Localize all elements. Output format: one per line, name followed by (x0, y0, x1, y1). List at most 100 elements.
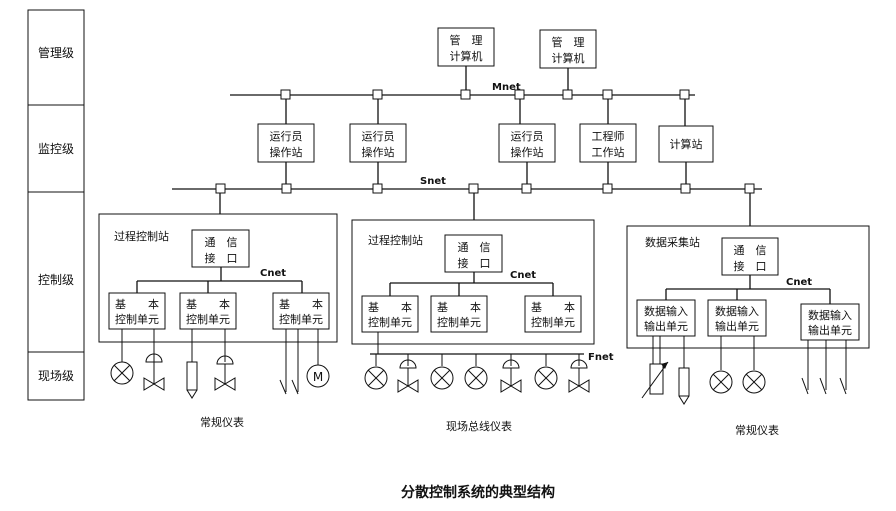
motor-icon: M (306, 364, 330, 388)
switch-icon (839, 377, 847, 395)
io-unit-box (707, 299, 767, 337)
comm-interface-label: 通 信 (734, 244, 767, 257)
management-computer-label: 管 理 (552, 35, 585, 49)
management-computer-label: 计算机 (450, 49, 483, 63)
station-label: 计算站 (670, 137, 703, 151)
supervisory-station: 运行员 操作站 (349, 99, 407, 184)
field-devices-conventional-2: 常规仪表 (641, 336, 847, 437)
management-computer-label: 管 理 (450, 33, 483, 47)
bus-node (521, 183, 532, 194)
indicator-lamp-icon (709, 370, 733, 394)
station-title: 过程控制站 (368, 233, 423, 247)
supervisory-station: 运行员 操作站 (257, 99, 315, 184)
control-unit-box (179, 292, 237, 330)
snet-label: Snet (420, 176, 446, 187)
indicator-lamp-icon (110, 361, 134, 385)
bus-node (281, 183, 292, 194)
comm-interface-box (444, 234, 503, 273)
computing-station-box (658, 125, 714, 163)
io-unit-box (800, 303, 860, 341)
engineer-station-box (579, 123, 637, 163)
comm-interface-box (721, 237, 779, 276)
field-label-fieldbus: 现场总线仪表 (446, 419, 512, 433)
bus-node (215, 183, 226, 194)
snet-bus: Snet (172, 176, 762, 238)
bus-node (372, 183, 383, 194)
management-computer-box (437, 27, 495, 67)
diagram-caption: 分散控制系统的典型结构 (401, 484, 555, 501)
switch-icon (291, 379, 299, 395)
mnet-bus: Mnet (230, 82, 695, 100)
comm-interface-label: 通 信 (205, 236, 238, 249)
switch-icon (819, 377, 827, 395)
level-management: 管理级 (38, 45, 74, 60)
fnet-label: Fnet (588, 352, 614, 363)
level-field: 现场级 (38, 369, 74, 383)
station-label: 工程师 (592, 130, 625, 143)
supervisory-station: 计算站 (658, 99, 714, 184)
bus-node (680, 183, 691, 194)
supervisory-station: 工程师 工作站 (579, 99, 637, 184)
field-devices-fieldbus: Fnet (364, 332, 614, 433)
bus-node (602, 89, 613, 100)
sensor-probe-icon (678, 367, 690, 405)
management-computer: 管 理 计算机 (437, 27, 495, 90)
io-unit-label: 数据输入 (715, 304, 759, 318)
control-unit-label: 基 本 (279, 297, 323, 311)
field-label-conventional: 常规仪表 (735, 423, 779, 437)
control-unit-label: 基 本 (531, 300, 575, 314)
io-unit-label: 输出单元 (644, 319, 688, 333)
bus-node (514, 89, 525, 100)
control-valve-icon (568, 359, 590, 393)
comm-interface-label: 接 口 (205, 252, 238, 265)
indicator-lamp-icon (464, 366, 488, 390)
level-control: 控制级 (38, 273, 74, 287)
bus-node (602, 183, 613, 194)
motor-label: M (313, 370, 323, 384)
process-control-station-2: 过程控制站 通 信 接 口 Cnet 基 本 控制单元 基 本 控制单元 基 本… (351, 219, 595, 345)
control-unit-label: 控制单元 (368, 315, 412, 329)
control-valve-icon (500, 359, 522, 393)
io-unit-label: 输出单元 (808, 323, 852, 337)
management-computer: 管 理 计算机 (539, 29, 597, 90)
station-title: 数据采集站 (645, 235, 700, 249)
station-label: 操作站 (511, 145, 544, 159)
variable-resistor-icon (641, 361, 669, 399)
comm-interface-label: 接 口 (458, 257, 491, 270)
control-valve-icon (397, 359, 419, 393)
bus-node (280, 89, 291, 100)
comm-interface-label: 接 口 (734, 260, 767, 273)
indicator-lamp-icon (430, 366, 454, 390)
field-devices-conventional-1: M 常规仪表 (110, 329, 330, 429)
control-valve-icon (143, 353, 165, 391)
station-label: 运行员 (270, 130, 303, 143)
management-computer-label: 计算机 (552, 51, 585, 65)
control-unit-label: 控制单元 (279, 312, 323, 326)
bus-node (744, 183, 755, 194)
control-unit-label: 基 本 (186, 297, 230, 311)
comm-interface-box (191, 229, 250, 268)
bus-node (679, 89, 690, 100)
level-column-frame (27, 9, 85, 401)
bus-node (372, 89, 383, 100)
control-unit-label: 控制单元 (115, 312, 159, 326)
sensor-probe-icon (186, 361, 198, 399)
process-control-station-1: 过程控制站 通 信 接 口 Cnet 基 本 控制单元 基 本 控制单元 基 本… (98, 213, 338, 343)
control-unit-label: 控制单元 (437, 315, 481, 329)
level-supervisory: 监控级 (38, 142, 74, 156)
control-unit-box (108, 292, 166, 330)
io-unit-label: 数据输入 (644, 304, 688, 318)
level-column: 管理级 监控级 控制级 现场级 (27, 9, 85, 401)
comm-interface-label: 通 信 (458, 241, 491, 254)
station-label: 操作站 (270, 145, 303, 159)
io-unit-label: 数据输入 (808, 308, 852, 322)
control-unit-box (272, 292, 330, 330)
control-unit-box (361, 295, 419, 333)
control-unit-label: 控制单元 (531, 315, 575, 329)
cnet-label: Cnet (786, 277, 812, 288)
station-label: 运行员 (511, 130, 544, 143)
indicator-lamp-icon (364, 366, 388, 390)
indicator-lamp-icon (534, 366, 558, 390)
control-unit-label: 基 本 (115, 297, 159, 311)
